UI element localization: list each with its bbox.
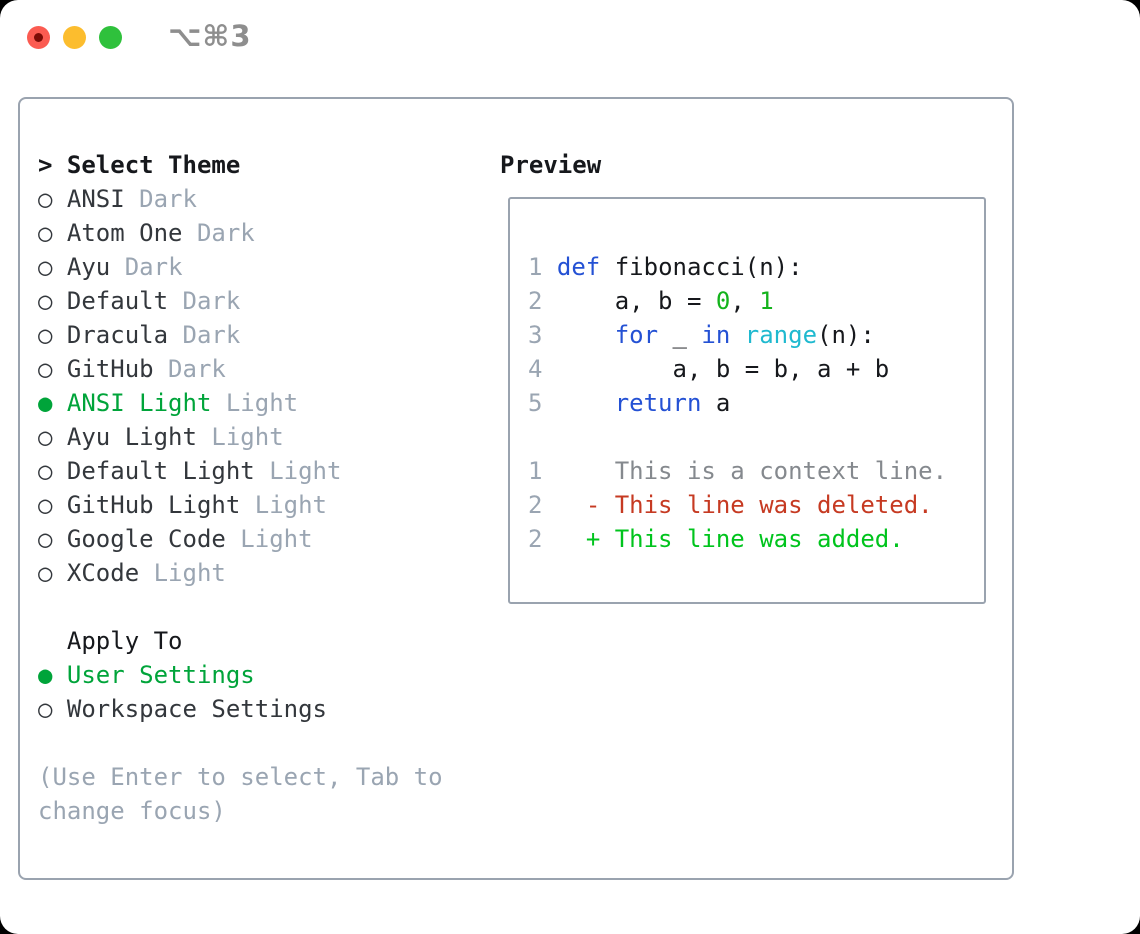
diff-line-context: 1 This is a context line.: [528, 454, 984, 488]
close-button[interactable]: [27, 26, 50, 49]
theme-option-google-code[interactable]: ○ Google Code Light: [38, 522, 480, 556]
line-number: 2: [528, 491, 543, 519]
apply-to-list: ● User Settings○ Workspace Settings: [38, 658, 480, 726]
theme-variant-label: Dark: [168, 321, 241, 349]
preview-title: Preview: [500, 151, 602, 179]
radio-icon: ○: [38, 321, 53, 349]
theme-variant-label: Dark: [110, 253, 183, 281]
preview-box: 1 def fibonacci(n): 2 a, b = 0, 1 3 for _ …: [508, 197, 986, 604]
diff-line-added: 2 + This line was added.: [528, 522, 984, 556]
titlebar: ⌥⌘3: [0, 0, 1140, 74]
theme-option-ayu[interactable]: ○ Ayu Dark: [38, 250, 480, 284]
theme-variant-label: Dark: [168, 287, 241, 315]
theme-option-label: GitHub Light: [66, 491, 241, 519]
page-title: Select Theme: [66, 151, 241, 179]
code-line: 2 a, b = 0, 1: [528, 287, 774, 315]
theme-variant-label: Light: [254, 457, 342, 485]
line-number: 2: [528, 287, 543, 315]
diff-text: - This line was deleted.: [585, 491, 933, 519]
theme-option-label: Default: [66, 287, 169, 315]
radio-selected-icon: ●: [38, 661, 53, 689]
theme-option-xcode[interactable]: ○ XCode Light: [38, 556, 480, 590]
theme-option-label: Dracula: [66, 321, 169, 349]
theme-option-label: Default Light: [66, 457, 255, 485]
radio-icon: ○: [38, 525, 53, 553]
code-line: 4 a, b = b, a + b: [528, 355, 890, 383]
theme-variant-label: Light: [240, 491, 327, 519]
line-number: 5: [528, 389, 543, 417]
theme-option-github[interactable]: ○ GitHub Dark: [38, 352, 480, 386]
theme-variant-label: Light: [196, 423, 284, 451]
radio-icon: ○: [38, 559, 53, 587]
maximize-button[interactable]: [99, 26, 122, 49]
theme-variant-label: Light: [211, 389, 299, 417]
theme-option-label: Atom One: [66, 219, 183, 247]
main-panel: > Select Theme ○ ANSI Dark○ Atom One Dar…: [18, 97, 1014, 880]
theme-option-dracula[interactable]: ○ Dracula Dark: [38, 318, 480, 352]
theme-option-ansi[interactable]: ○ ANSI Dark: [38, 182, 480, 216]
code-line: 3 for _ in range(n):: [528, 321, 875, 349]
line-number: 1: [528, 457, 543, 485]
keyboard-shortcut-label: ⌥⌘3: [168, 19, 252, 53]
radio-icon: ○: [38, 185, 53, 213]
theme-variant-label: Dark: [182, 219, 255, 247]
radio-icon: ○: [38, 355, 53, 383]
theme-list: ○ ANSI Dark○ Atom One Dark○ Ayu Dark○ De…: [38, 182, 480, 590]
diff-text: + This line was added.: [585, 525, 904, 553]
code-line: 1 def fibonacci(n):: [528, 253, 803, 281]
theme-variant-label: Dark: [124, 185, 197, 213]
theme-option-default[interactable]: ○ Default Dark: [38, 284, 480, 318]
radio-selected-icon: ●: [38, 389, 53, 417]
theme-picker: > Select Theme ○ ANSI Dark○ Atom One Dar…: [38, 148, 480, 828]
theme-variant-label: Light: [225, 525, 313, 553]
radio-icon: ○: [38, 423, 53, 451]
theme-variant-label: Dark: [153, 355, 226, 383]
diff-text: This is a context line.: [585, 457, 948, 485]
diff-line-deleted: 2 - This line was deleted.: [528, 488, 984, 522]
traffic-lights: [27, 26, 122, 49]
theme-option-github-light[interactable]: ○ GitHub Light Light: [38, 488, 480, 522]
line-number: 3: [528, 321, 543, 349]
apply-option-workspace-settings[interactable]: ○ Workspace Settings: [38, 692, 480, 726]
line-number: 4: [528, 355, 543, 383]
apply-option-label: User Settings: [66, 661, 255, 689]
radio-icon: ○: [38, 219, 53, 247]
close-dot-icon: [34, 33, 43, 42]
code-preview: 1 def fibonacci(n): 2 a, b = 0, 1 3 for _ …: [510, 199, 984, 556]
theme-variant-label: Light: [139, 559, 226, 587]
theme-option-ayu-light[interactable]: ○ Ayu Light Light: [38, 420, 480, 454]
radio-icon: ○: [38, 253, 53, 281]
line-number: 1: [528, 253, 543, 281]
theme-option-label: Google Code: [66, 525, 226, 553]
theme-option-atom-one[interactable]: ○ Atom One Dark: [38, 216, 480, 250]
theme-option-default-light[interactable]: ○ Default Light Light: [38, 454, 480, 488]
code-line: 5 return a: [528, 389, 731, 417]
radio-icon: ○: [38, 457, 53, 485]
prompt-caret-icon: >: [38, 151, 53, 179]
radio-icon: ○: [38, 287, 53, 315]
radio-icon: ○: [38, 695, 53, 723]
minimize-button[interactable]: [63, 26, 86, 49]
theme-option-label: ANSI: [66, 185, 125, 213]
theme-option-label: XCode: [66, 559, 140, 587]
theme-option-label: GitHub: [66, 355, 154, 383]
apply-option-user-settings[interactable]: ● User Settings: [38, 658, 480, 692]
theme-picker-title: > Select Theme: [38, 148, 480, 182]
theme-option-ansi-light[interactable]: ● ANSI Light Light: [38, 386, 480, 420]
hint-text: (Use Enter to select, Tab to change focu…: [38, 763, 443, 825]
line-number: 2: [528, 525, 543, 553]
theme-option-label: Ayu: [66, 253, 111, 281]
theme-option-label: Ayu Light: [66, 423, 197, 451]
radio-icon: ○: [38, 491, 53, 519]
apply-option-label: Workspace Settings: [66, 695, 327, 723]
theme-option-label: ANSI Light: [66, 389, 212, 417]
apply-to-title: Apply To: [66, 627, 183, 655]
